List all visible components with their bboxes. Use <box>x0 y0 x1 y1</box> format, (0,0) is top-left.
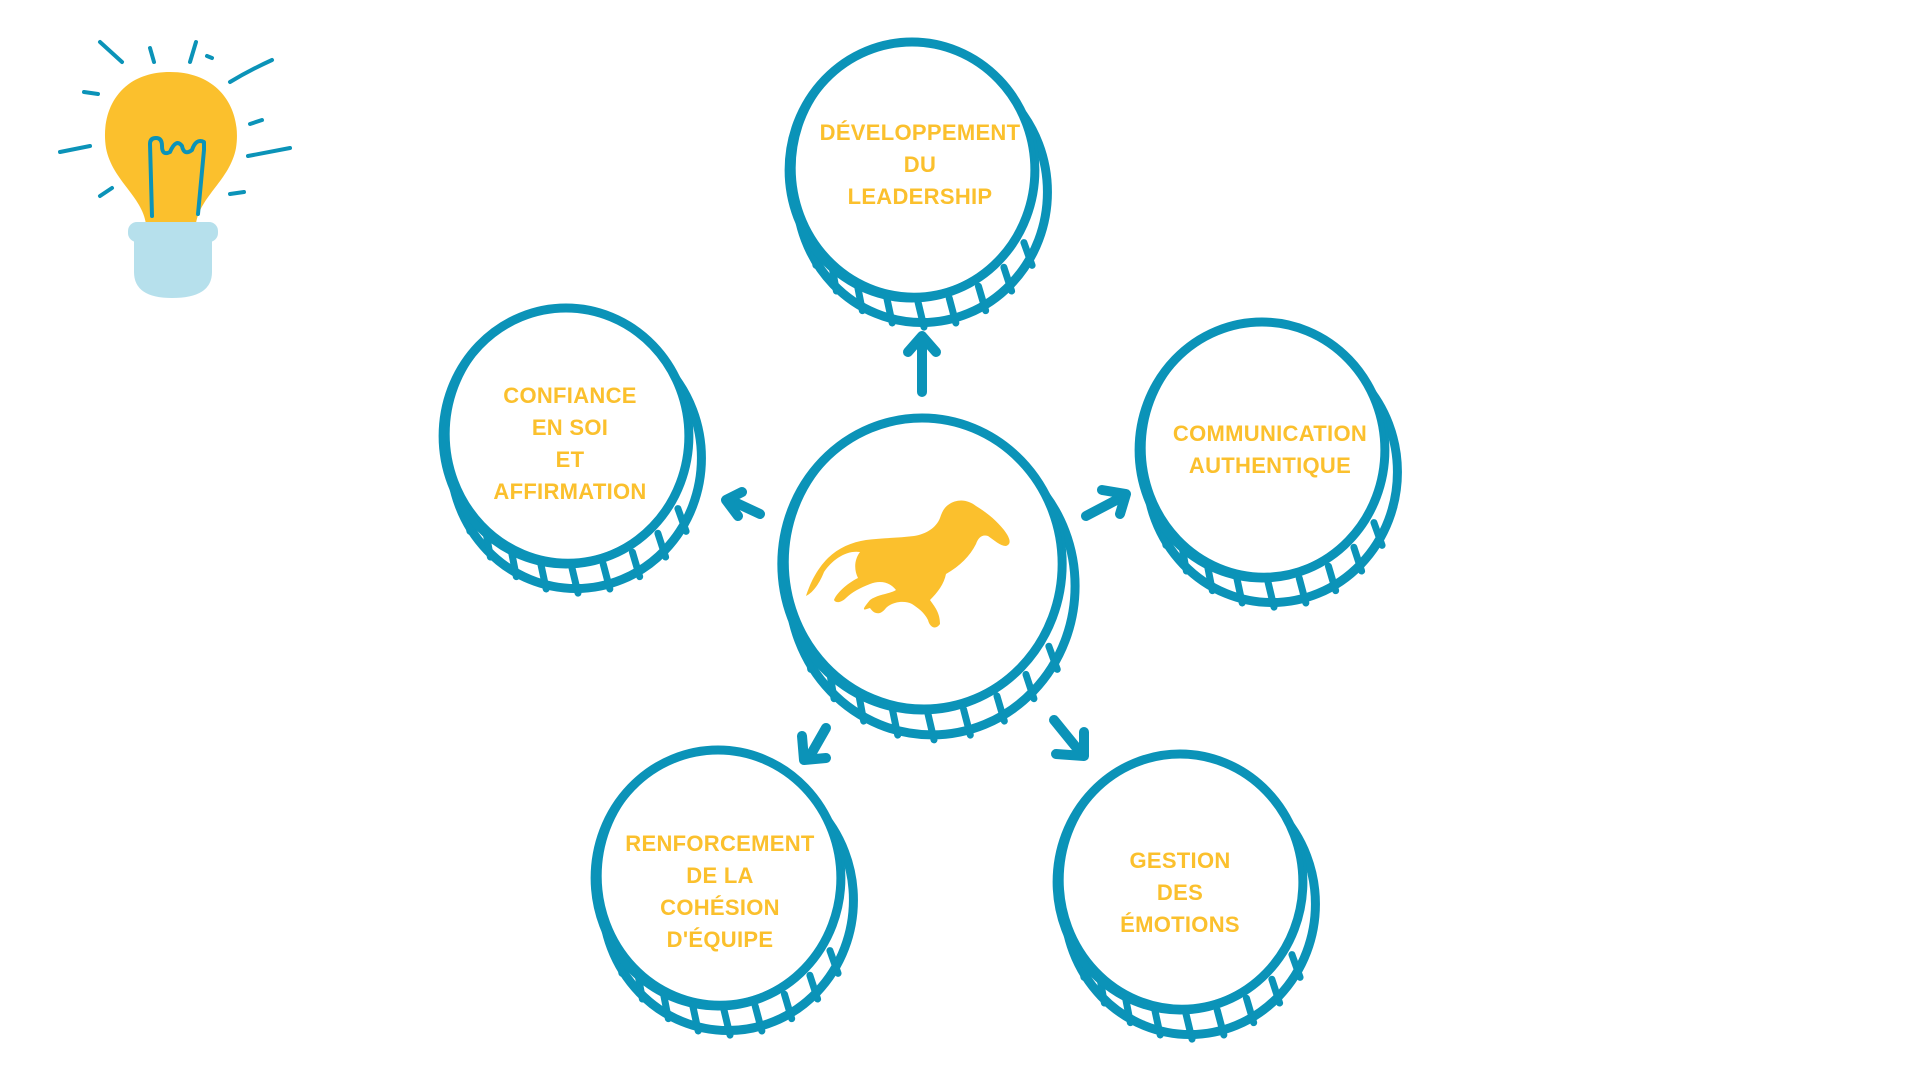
coin-cohesion <box>590 745 858 1039</box>
label-line: RENFORCEMENT <box>625 831 815 856</box>
node-label-cohesion: RENFORCEMENT DE LA COHÉSION D'ÉQUIPE <box>590 822 850 962</box>
coin-layer <box>438 37 1402 1043</box>
coin-emotions <box>1052 749 1320 1043</box>
galloping-horse-icon <box>806 500 1010 628</box>
label-line: DU <box>903 152 937 177</box>
node-label-leadership: DÉVELOPPEMENT DU LEADERSHIP <box>790 110 1050 220</box>
label-line: DE LA <box>686 863 754 888</box>
label-line: LEADERSHIP <box>847 184 993 209</box>
arrow-to-emotions <box>1049 715 1089 761</box>
label-line: DÉVELOPPEMENT <box>819 120 1021 145</box>
label-line: COMMUNICATION <box>1172 421 1368 446</box>
label-line: DES <box>1156 880 1204 905</box>
label-line: COHÉSION <box>660 895 780 920</box>
arrow-to-confidence <box>721 487 765 521</box>
lightbulb-icon <box>58 40 292 298</box>
label-line: CONFIANCE <box>503 383 637 408</box>
label-line: ÉMOTIONS <box>1120 912 1240 937</box>
coin-confidence <box>438 303 706 597</box>
label-line: AFFIRMATION <box>493 479 647 504</box>
arrow-to-leadership <box>903 331 941 397</box>
label-line: D'ÉQUIPE <box>666 927 774 952</box>
coin-leadership <box>784 37 1052 331</box>
label-line: ET <box>555 447 585 472</box>
label-line: GESTION <box>1129 848 1231 873</box>
label-line: EN SOI <box>531 415 609 440</box>
coin-communication <box>1134 317 1402 611</box>
node-label-emotions: GESTION DES ÉMOTIONS <box>1060 838 1300 948</box>
arrow-to-cohesion <box>797 723 831 765</box>
node-label-confidence: CONFIANCE EN SOI ET AFFIRMATION <box>440 374 700 514</box>
arrow-to-communication <box>1081 485 1131 521</box>
label-line: AUTHENTIQUE <box>1188 453 1352 478</box>
node-label-communication: COMMUNICATION AUTHENTIQUE <box>1140 410 1400 490</box>
